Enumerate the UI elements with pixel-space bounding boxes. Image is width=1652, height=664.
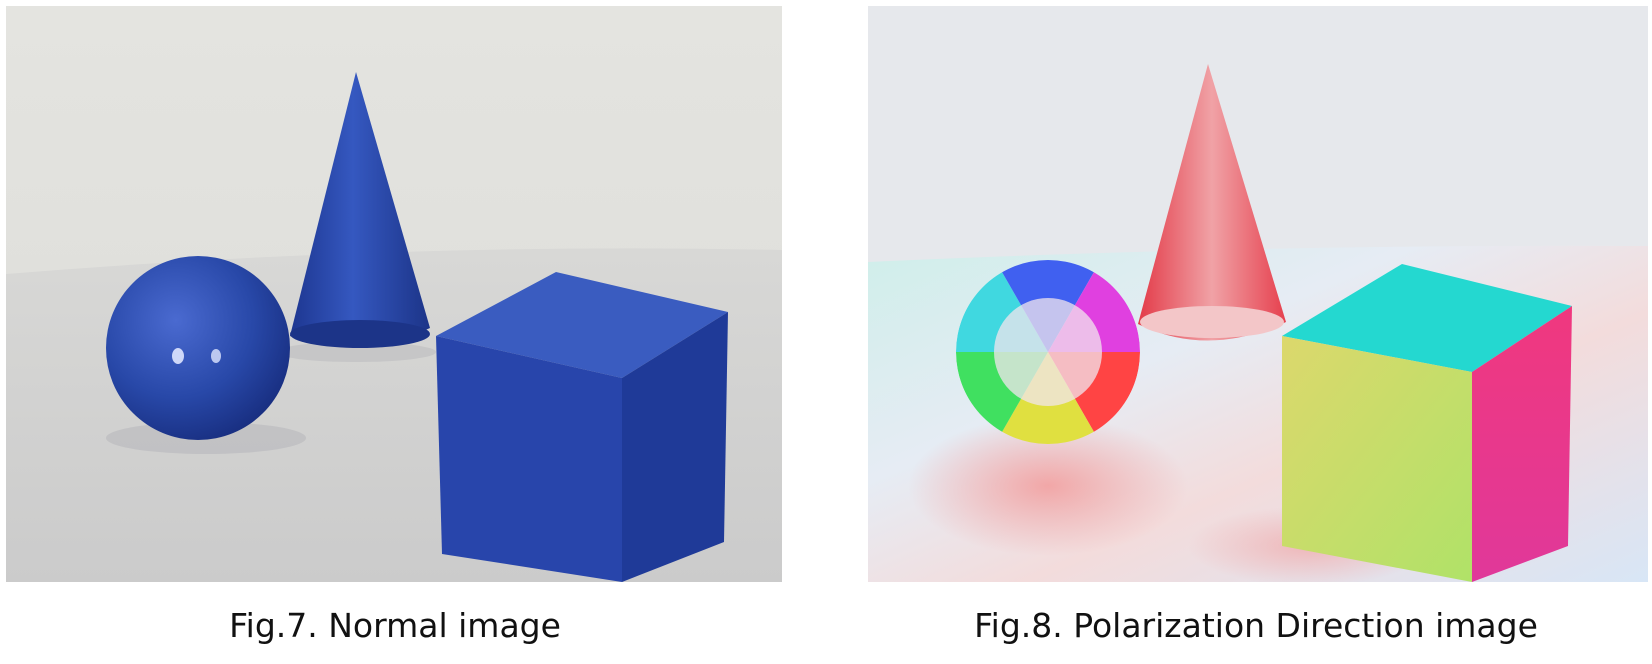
figure-caption: Fig.8. Polarization Direction image	[974, 606, 1538, 645]
sphere-shape	[106, 256, 290, 440]
cube-shape	[436, 272, 728, 582]
cube-shape	[1282, 264, 1572, 582]
cone-shape	[1138, 64, 1286, 341]
cone-shape	[290, 72, 430, 348]
polarization-scene	[868, 6, 1648, 582]
figure-caption: Fig.7. Normal image	[229, 606, 561, 645]
normal-image-photo	[6, 6, 782, 582]
normal-image-scene	[6, 6, 782, 582]
polarization-direction-photo	[868, 6, 1648, 582]
sphere-shape	[956, 260, 1140, 444]
